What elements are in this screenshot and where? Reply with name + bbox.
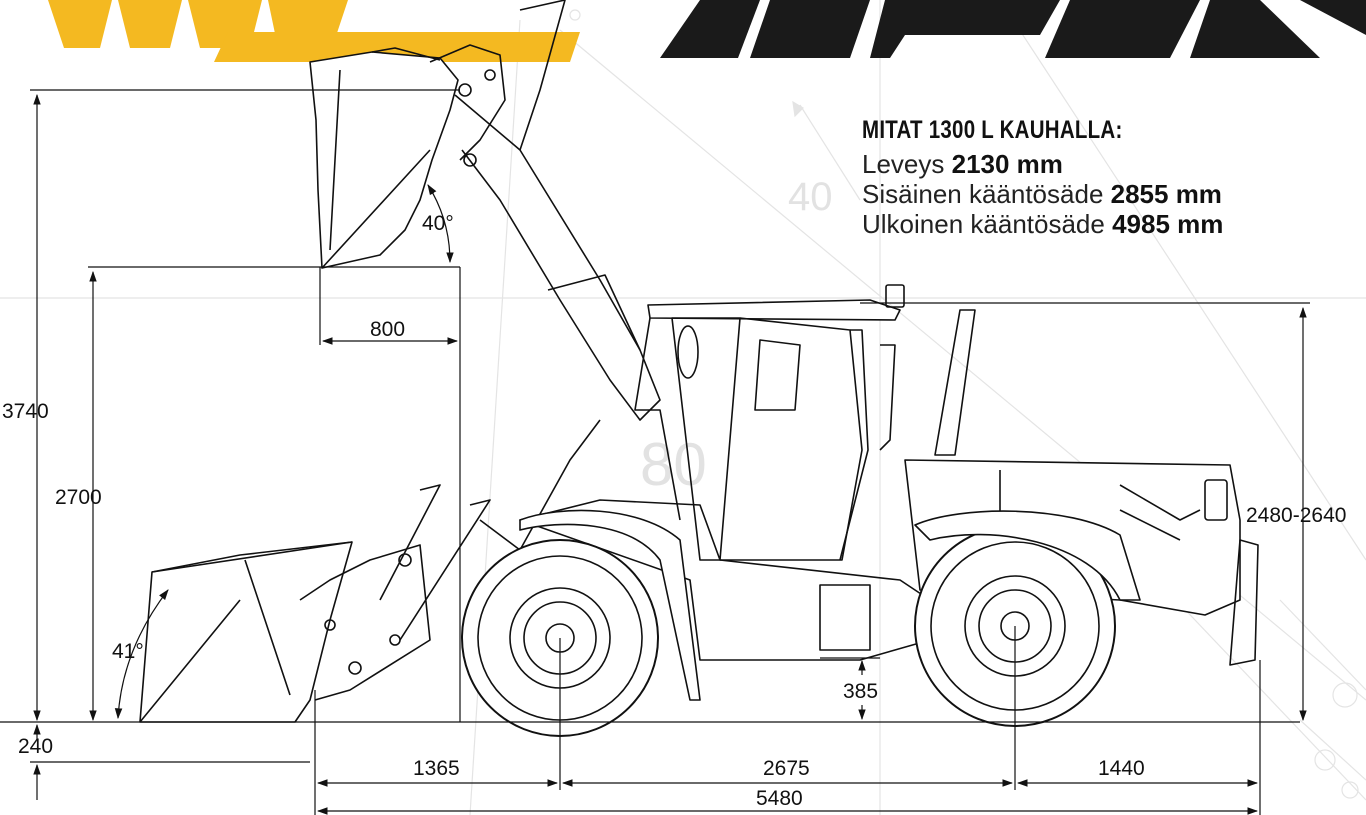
dimension-front-overhang-label: 1365: [413, 757, 460, 780]
dimension-total-length-label: 5480: [756, 787, 803, 810]
dimension-dump-angle-label: 40°: [422, 212, 454, 235]
loader-machine: [139, 0, 1259, 737]
spec-row-width: Leveys 2130 mm: [862, 151, 1223, 177]
spec-row-value: 4985 mm: [1112, 209, 1224, 239]
dimension-total-height-label: 3740: [2, 400, 49, 423]
spec-row-outer-radius: Ulkoinen kääntösäde 4985 mm: [862, 211, 1223, 237]
spec-row-label: Leveys: [862, 149, 952, 179]
dimension-reach-label: 800: [370, 318, 405, 341]
dimension-rear-overhang-label: 1440: [1098, 757, 1145, 780]
dimension-cab-height-label: 2480-2640: [1246, 504, 1346, 527]
dimension-rollback-angle-label: 41°: [112, 640, 144, 663]
spec-row-value: 2855 mm: [1110, 179, 1222, 209]
dimension-ground-clearance-label: 385: [843, 680, 878, 703]
dimension-lines: [0, 89, 1310, 815]
brand-logo: [48, 0, 1366, 62]
dimension-dig-depth-label: 240: [18, 735, 53, 758]
dimension-wheelbase-label: 2675: [763, 757, 810, 780]
spec-row-label: Sisäinen kääntösäde: [862, 179, 1111, 209]
spec-row-inner-radius: Sisäinen kääntösäde 2855 mm: [862, 181, 1223, 207]
dimension-hinge-height-label: 2700: [55, 486, 102, 509]
spec-heading: MITAT 1300 L KAUHALLA:: [862, 116, 1123, 144]
ghost-label: 40: [788, 175, 833, 219]
spec-panel: MITAT 1300 L KAUHALLA: Leveys 2130 mm Si…: [862, 118, 1223, 241]
spec-row-value: 2130 mm: [951, 149, 1063, 179]
spec-row-label: Ulkoinen kääntösäde: [862, 209, 1113, 239]
